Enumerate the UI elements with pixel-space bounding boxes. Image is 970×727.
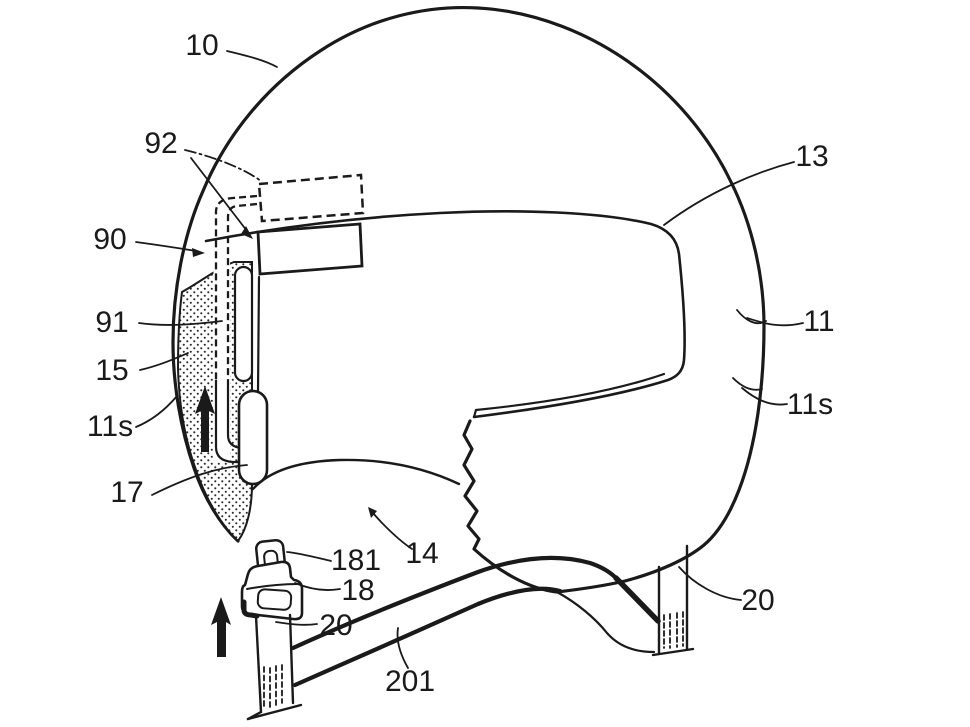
- chin-strap-lower-edge: [292, 586, 563, 688]
- leader-17: [151, 464, 248, 496]
- leader-201: [396, 627, 409, 669]
- leader-11s-left: [135, 395, 178, 428]
- visor-bottom-inner-edge: [474, 372, 666, 412]
- ref-label-14: 14: [405, 537, 438, 570]
- ref-label-18: 18: [341, 574, 374, 607]
- chin-strap-rear-wrap: [613, 575, 661, 624]
- leader-11-tick: [736, 309, 767, 325]
- leader-11s-right-tick: [732, 377, 763, 391]
- leader-15: [139, 352, 189, 371]
- leader-14: [372, 512, 413, 550]
- ref-label-15: 15: [95, 354, 128, 387]
- upward-arrow-buckle: [211, 597, 231, 657]
- leader-181: [286, 551, 332, 562]
- chin-strap-upper-edge: [290, 555, 619, 651]
- slider-window-rect: [256, 222, 364, 276]
- buckle-body-recess: [256, 588, 293, 611]
- guide-rail-slot: [233, 265, 254, 383]
- leader-92-dashdot: [184, 149, 262, 182]
- guide-channel-strip: [213, 261, 230, 462]
- ref-label-11s-right: 11s: [787, 388, 833, 421]
- rear-strap-stitching: [663, 611, 684, 649]
- front-strap-left-edge: [246, 614, 263, 721]
- leader-10: [226, 50, 278, 68]
- leader-11: [746, 317, 804, 327]
- ref-label-11: 11: [803, 305, 834, 338]
- arrowhead-92: [241, 226, 253, 239]
- front-strap-stitching: [263, 664, 283, 708]
- leader-90: [135, 241, 197, 252]
- leader-91: [138, 320, 223, 326]
- visor-edge-tick: [472, 408, 478, 419]
- leader-20-front: [275, 621, 318, 626]
- front-strap-end-cut: [246, 703, 303, 721]
- ref-label-91: 91: [95, 306, 128, 339]
- chin-liner-curve: [251, 458, 461, 491]
- ref-label-20-rear: 20: [741, 584, 774, 617]
- buckle-body-shadow: [241, 599, 260, 619]
- ref-label-181: 181: [331, 544, 381, 577]
- arrowhead-14: [368, 507, 377, 518]
- visor-left-edge: [256, 275, 261, 394]
- leader-20-rear: [678, 566, 742, 601]
- ref-label-201: 201: [385, 665, 435, 698]
- ref-label-13: 13: [795, 140, 828, 173]
- vent-recess-dashed-rect: [257, 173, 365, 223]
- slider-knob: [237, 389, 269, 486]
- guide-channel-bend-outer: [214, 380, 248, 464]
- visor-top-edge: [204, 210, 686, 419]
- leader-13: [663, 161, 795, 226]
- buckle-body-lip: [246, 583, 299, 590]
- leader-11s-right: [741, 387, 788, 406]
- ref-label-17: 17: [110, 476, 143, 509]
- arrowhead-90: [192, 248, 205, 257]
- rear-strap-end: [651, 647, 695, 657]
- leader-18: [294, 582, 341, 591]
- ref-label-90: 90: [93, 223, 126, 256]
- ref-label-10: 10: [185, 29, 218, 62]
- guide-channel-dashed-outer: [214, 194, 258, 380]
- ref-label-92: 92: [144, 127, 177, 160]
- helmet-shell-outline: [171, 5, 766, 594]
- upward-arrow-pad: [195, 386, 215, 452]
- ref-label-11s-left: 11s: [87, 410, 133, 443]
- ref-label-20-front: 20: [319, 609, 352, 642]
- leader-92-arrow-line: [190, 157, 248, 232]
- front-strap-right-edge: [288, 613, 295, 705]
- shell-bottom-rear-edge: [555, 590, 656, 654]
